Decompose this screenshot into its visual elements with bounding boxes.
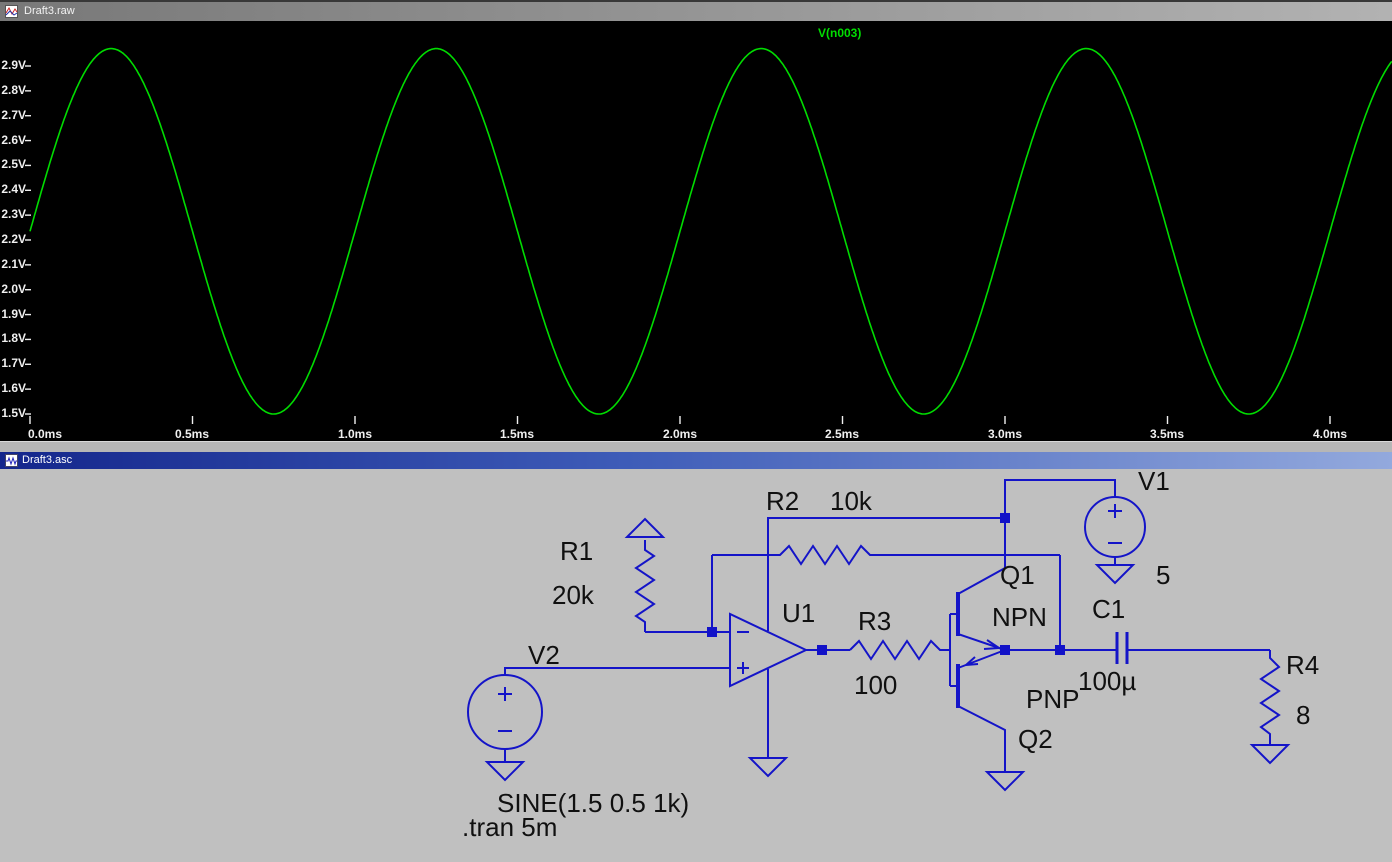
transistor-Q1[interactable] [950, 518, 1006, 651]
x-axis-tick-label: 0.0ms [27, 427, 63, 441]
x-axis-tick-label: 0.5ms [174, 427, 210, 441]
component-label-U1[interactable]: U1 [782, 598, 816, 628]
y-axis-tick-label: 1.6V [1, 381, 26, 395]
x-axis-tick-label: 1.0ms [337, 427, 373, 441]
x-axis-tick-label: 2.5ms [824, 427, 860, 441]
waveform-trace [29, 47, 1392, 415]
pnp-emitter-arrow-icon [965, 656, 979, 666]
waveform-plot-pane[interactable]: V(n003) 2.9V 2.8V 2.7V 2.6V 2.5V 2.4V 2.… [0, 21, 1392, 441]
y-axis-tick-label: 2.4V [1, 182, 26, 196]
y-axis-tick-label: 2.7V [1, 108, 26, 122]
y-axis-tick-label: 2.1V [1, 257, 26, 271]
y-axis-tick-label: 2.8V [1, 83, 26, 97]
component-value-V2[interactable]: SINE(1.5 0.5 1k) [497, 788, 690, 818]
ground-symbol[interactable] [747, 757, 789, 778]
x-axis-tick-label: 1.5ms [499, 427, 535, 441]
component-label-R3[interactable]: R3 [858, 606, 892, 636]
opamp-U1[interactable] [729, 612, 809, 688]
spice-directive[interactable]: .tran 5m [462, 812, 558, 842]
ground-symbol[interactable] [484, 761, 526, 782]
window-edge [0, 0, 1392, 2]
schematic-drawing[interactable] [0, 469, 1392, 862]
y-axis-tick-label: 1.7V [1, 356, 26, 370]
y-axis-tick-label: 2.2V [1, 232, 26, 246]
raw-file-icon[interactable] [5, 5, 18, 18]
component-label-R1[interactable]: R1 [560, 536, 594, 566]
resistor-R1[interactable] [634, 540, 656, 632]
y-axis-tick-label: 2.0V [1, 282, 26, 296]
ground-symbol[interactable] [984, 771, 1026, 792]
waveform-plot[interactable] [0, 21, 1392, 441]
x-axis-tick-label: 2.0ms [662, 427, 698, 441]
resistor-R4[interactable] [1259, 650, 1281, 745]
voltage-source-V1[interactable] [1084, 496, 1146, 558]
junction-dots [707, 513, 1065, 655]
ground-symbol-rotated[interactable] [624, 517, 666, 538]
ground-symbol[interactable] [1249, 744, 1291, 765]
y-axis-tick-label: 1.8V [1, 331, 26, 345]
y-axis-tick-label: 2.5V [1, 157, 26, 171]
component-value-R2[interactable]: 10k [830, 486, 872, 516]
y-axis-tick-label: 1.5V [1, 406, 26, 420]
asc-file-icon[interactable] [5, 454, 18, 467]
y-axis-tick-label: 2.3V [1, 207, 26, 221]
voltage-source-V2[interactable] [467, 674, 543, 750]
waveform-window-titlebar[interactable]: Draft3.raw [0, 2, 1392, 21]
transistor-Q2[interactable] [950, 649, 1006, 772]
component-value-R4[interactable]: 8 [1296, 700, 1311, 730]
y-axis-tick-label: 2.6V [1, 133, 26, 147]
resistor-R3[interactable] [849, 639, 950, 661]
x-axis-tick-label: 4.0ms [1312, 427, 1348, 441]
component-label-R4[interactable]: R4 [1286, 650, 1320, 680]
x-axis-tick-label: 3.0ms [987, 427, 1023, 441]
ground-symbol[interactable] [1094, 564, 1136, 585]
trace-label[interactable]: V(n003) [818, 26, 862, 40]
plus-icon [1108, 504, 1122, 518]
component-value-Q2[interactable]: PNP [1026, 684, 1080, 714]
component-value-R3[interactable]: 100 [854, 670, 898, 700]
component-label-V2[interactable]: V2 [528, 640, 560, 670]
component-label-C1[interactable]: C1 [1092, 594, 1126, 624]
component-label-R2[interactable]: R2 [766, 486, 800, 516]
component-label-V1[interactable]: V1 [1138, 466, 1170, 496]
component-value-C1[interactable]: 100µ [1078, 666, 1137, 696]
capacitor-C1[interactable] [1115, 632, 1129, 664]
y-axis-tick-label: 1.9V [1, 307, 26, 321]
x-axis-tick-label: 3.5ms [1149, 427, 1185, 441]
y-axis-tick-label: 2.9V [1, 58, 26, 72]
plus-icon [498, 687, 512, 701]
pane-separator[interactable] [0, 441, 1392, 453]
schematic-window-title: Draft3.asc [22, 454, 73, 466]
schematic-window-titlebar[interactable]: Draft3.asc [0, 452, 1392, 469]
component-value-V1[interactable]: 5 [1156, 560, 1171, 590]
component-value-R1[interactable]: 20k [552, 580, 594, 610]
component-label-Q1[interactable]: Q1 [1000, 560, 1035, 590]
resistor-R2[interactable] [712, 544, 1060, 566]
npn-emitter-arrow-icon [983, 639, 1000, 650]
component-value-Q1[interactable]: NPN [992, 602, 1047, 632]
schematic-canvas[interactable] [0, 469, 1392, 862]
component-label-Q2[interactable]: Q2 [1018, 724, 1053, 754]
waveform-window-title: Draft3.raw [24, 5, 75, 17]
